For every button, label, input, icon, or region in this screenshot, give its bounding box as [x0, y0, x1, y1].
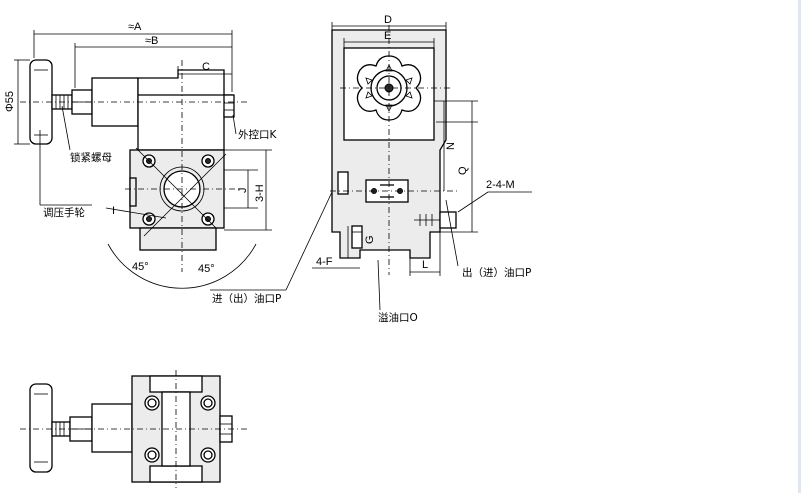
dim-i-label: I	[112, 205, 115, 217]
dim-a-label: ≈A	[128, 21, 142, 33]
dim-l-label: L	[422, 259, 428, 271]
dim-phi55-label: Φ55	[4, 91, 16, 112]
front-view	[14, 30, 272, 289]
dim-b-label: ≈B	[145, 35, 158, 47]
angle-left-label: 45°	[132, 261, 149, 273]
angle-right-label: 45°	[198, 263, 215, 275]
dim-g-label: G	[364, 235, 376, 244]
dim-j-label: J	[237, 188, 249, 194]
top-view	[20, 370, 248, 488]
side-view	[210, 22, 532, 311]
ext-control-port-label: 外控口K	[238, 128, 277, 141]
dim-e-label: E	[384, 30, 391, 42]
top-bolts	[144, 395, 216, 463]
window-edge	[798, 0, 801, 493]
inlet-port-label: 进（出）油口P	[212, 292, 281, 305]
overflow-port-label: 溢油口O	[378, 311, 418, 324]
handwheel-label: 调压手轮	[43, 206, 85, 219]
outlet-port-label: 出（进）油口P	[462, 266, 531, 279]
dim-24m-label: 2-4-M	[486, 179, 515, 191]
dim-3h-label: 3-H	[254, 184, 266, 202]
dim-4f-label: 4-F	[316, 256, 333, 268]
dim-d-label: D	[384, 14, 392, 26]
dim-q-label: Q	[457, 166, 469, 175]
dim-n-label: N	[445, 142, 457, 150]
dim-c-label: C	[202, 61, 210, 73]
lock-nut-label: 锁紧螺母	[70, 151, 112, 164]
